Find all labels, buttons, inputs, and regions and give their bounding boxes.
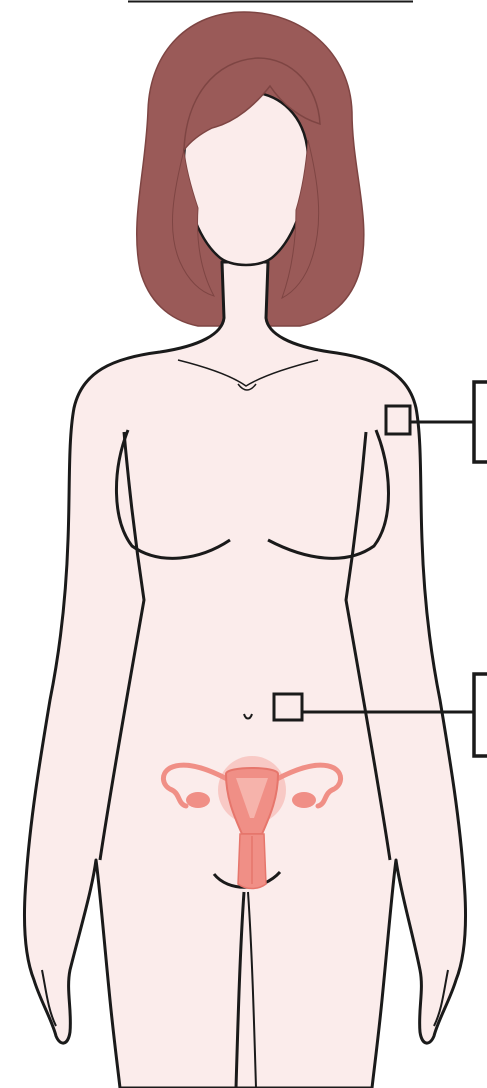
left-ovary bbox=[186, 792, 210, 808]
right-ovary bbox=[292, 792, 316, 808]
abdomen-marker-bracket bbox=[474, 674, 487, 756]
upper-arm-marker-bracket bbox=[474, 382, 487, 462]
